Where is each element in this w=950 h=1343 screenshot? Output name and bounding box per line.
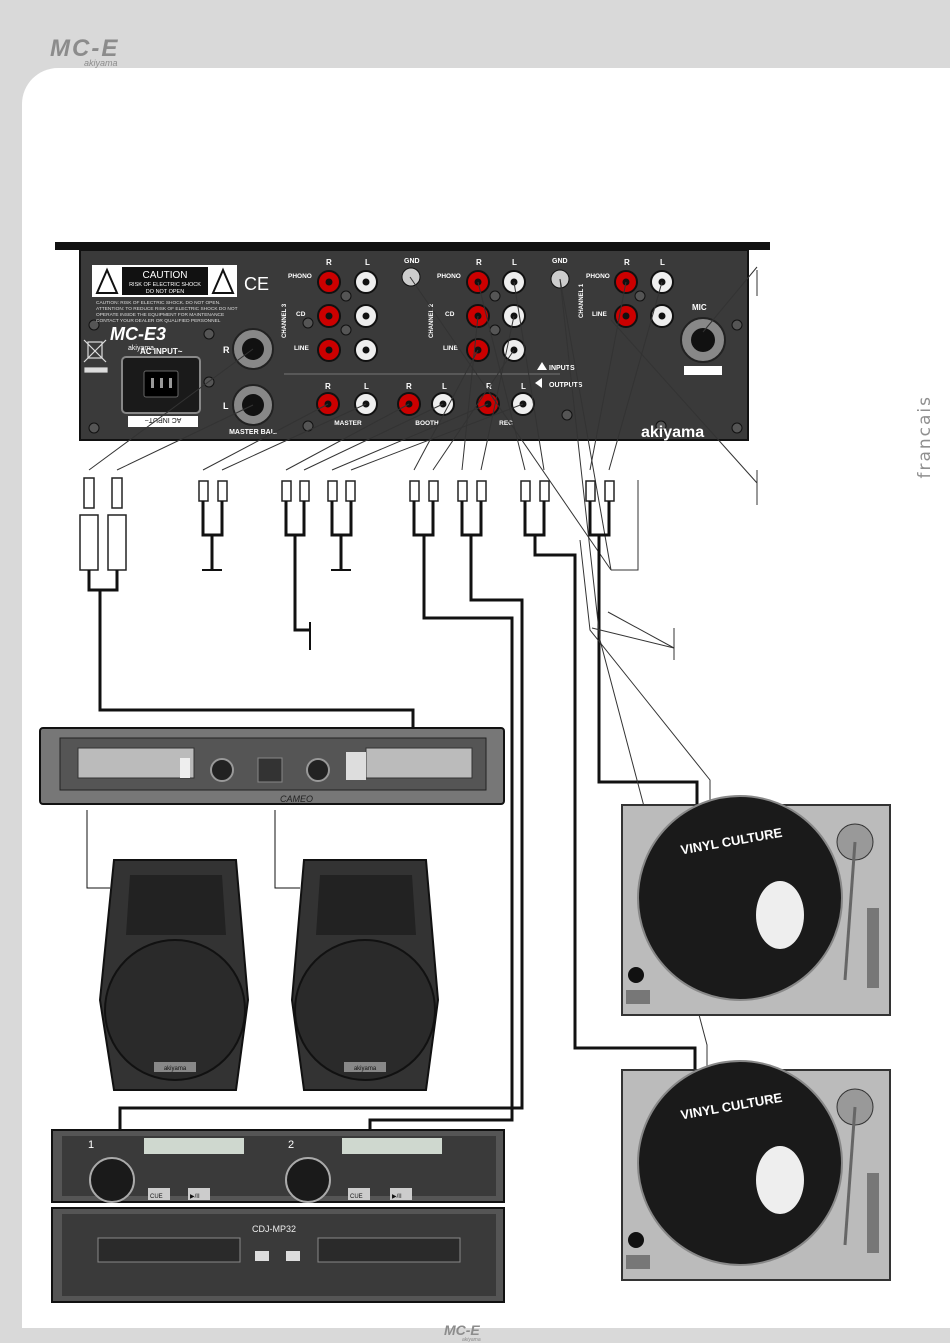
turntable-bottom[interactable]: VINYL CULTURE bbox=[621, 1060, 891, 1281]
mixer-brand-print: akiyama bbox=[641, 424, 704, 441]
cd-deck-1-number: 1 bbox=[88, 1139, 94, 1151]
mixer-badge-brand: akiyama bbox=[128, 345, 154, 352]
turntable-top[interactable]: VINYL CULTURE bbox=[621, 795, 891, 1016]
warning-triangle-icon bbox=[95, 267, 119, 294]
speaker-right[interactable]: akiyama bbox=[290, 859, 440, 1091]
ch2-gnd-terminal[interactable] bbox=[401, 267, 421, 287]
caution-title: CAUTION bbox=[143, 270, 188, 281]
cd-player-model: CDJ-MP32 bbox=[252, 1224, 296, 1234]
ch2-gnd-label: GND bbox=[404, 258, 420, 265]
panel-screws bbox=[88, 290, 743, 434]
warning-exclamation-icon bbox=[211, 267, 235, 294]
rec-output-label: REC bbox=[499, 420, 513, 427]
outputs-label: OUTPUTS bbox=[549, 382, 583, 389]
ch2-channel-label: CHANNEL 2 bbox=[429, 303, 435, 338]
weee-bin-icon bbox=[83, 339, 108, 373]
ch1-channel-label: CHANNEL 1 bbox=[579, 283, 585, 318]
ch1-l-label: L bbox=[660, 258, 665, 267]
speaker-left-badge: akiyama bbox=[164, 1066, 187, 1072]
mixer-model-badge: MC-E3 bbox=[110, 324, 166, 344]
master-bal-r-label: R bbox=[223, 345, 230, 355]
cue-button-1[interactable]: CUE bbox=[150, 1194, 163, 1200]
ch2-cd-label: CD bbox=[445, 311, 455, 318]
ac-input-mirror-label: AC INPUT~ bbox=[145, 416, 182, 423]
footer-logo-subtext: akiyama bbox=[462, 1337, 481, 1342]
mixer-rack-ear bbox=[55, 242, 770, 250]
caution-body-1: CAUTION: RISK OF ELECTRIC SHOCK. DO NOT … bbox=[96, 300, 220, 306]
booth-output-label: BOOTH bbox=[415, 420, 439, 427]
signal-cables bbox=[88, 266, 758, 571]
ch1-line-label: LINE bbox=[592, 311, 607, 318]
cd-deck-2-number: 2 bbox=[288, 1139, 294, 1151]
cable-runs bbox=[87, 501, 699, 1130]
booth-l-label: L bbox=[442, 382, 447, 391]
master-bal-label: MASTER BAL. bbox=[229, 429, 277, 436]
ch2-phono-label: PHONO bbox=[437, 273, 461, 280]
caution-body-4: CONTACT YOUR DEALER OR QUALIFIED PERSONN… bbox=[96, 318, 221, 324]
speaker-cables bbox=[86, 810, 300, 889]
ch3-r-label: R bbox=[326, 258, 332, 267]
cd-player-drives[interactable]: CDJ-MP32 bbox=[51, 1207, 505, 1303]
speaker-left[interactable]: akiyama bbox=[98, 859, 250, 1091]
master-l-label: L bbox=[364, 382, 369, 391]
ch1-gnd-label: GND bbox=[552, 258, 568, 265]
brand-logo-text: MC-E bbox=[50, 35, 119, 62]
master-r-label: R bbox=[325, 382, 331, 391]
caution-line2: DO NOT OPEN bbox=[146, 289, 184, 295]
ac-input-label: AC INPUT~ bbox=[140, 347, 183, 356]
caution-body-3: OPERATE INSIDE THE EQUIPMENT FOR MAINTEN… bbox=[96, 312, 224, 318]
ch2-r-label: R bbox=[476, 258, 482, 267]
speaker-right-badge: akiyama bbox=[354, 1066, 377, 1072]
caution-body-2: ATTENTION: TO REDUCE RISK OF ELECTRIC SH… bbox=[96, 306, 238, 312]
ch3-phono-label: PHONO bbox=[288, 273, 312, 280]
rec-l-label: L bbox=[521, 382, 526, 391]
ch3-l-label: L bbox=[365, 258, 370, 267]
ch2-l-label: L bbox=[512, 258, 517, 267]
ch3-cd-label: CD bbox=[296, 311, 306, 318]
booth-r-label: R bbox=[406, 382, 412, 391]
cd-player-control[interactable]: 1 2 CUE ▶/II CUE ▶/II bbox=[51, 1129, 505, 1203]
footer-logo: MC-E akiyama bbox=[444, 1322, 481, 1342]
ce-mark: CE bbox=[244, 274, 269, 294]
ch1-r-label: R bbox=[624, 258, 630, 267]
inputs-label: INPUTS bbox=[549, 365, 575, 372]
master-bal-l-label: L bbox=[223, 401, 229, 411]
ch3-channel-label: CHANNEL 3 bbox=[282, 303, 288, 338]
ch2-line-label: LINE bbox=[443, 345, 458, 352]
brand-logo-subtext: akiyama bbox=[84, 58, 118, 68]
cue-button-2[interactable]: CUE bbox=[350, 1194, 363, 1200]
caution-line1: RISK OF ELECTRIC SHOCK bbox=[129, 282, 201, 288]
play-button-1[interactable]: ▶/II bbox=[190, 1194, 200, 1200]
brand-logo: MC-E akiyama bbox=[50, 35, 119, 68]
ch1-phono-label: PHONO bbox=[586, 273, 610, 280]
footer-logo-text: MC-E bbox=[444, 1322, 480, 1338]
amplifier-brand: CAMEO bbox=[280, 794, 313, 804]
play-button-2[interactable]: ▶/II bbox=[392, 1194, 402, 1200]
mic-label: MIC bbox=[692, 303, 707, 312]
master-output-label: MASTER bbox=[334, 420, 362, 427]
ground-terminators bbox=[202, 569, 351, 650]
ch3-line-label: LINE bbox=[294, 345, 309, 352]
power-amplifier[interactable]: CAMEO bbox=[39, 727, 505, 805]
